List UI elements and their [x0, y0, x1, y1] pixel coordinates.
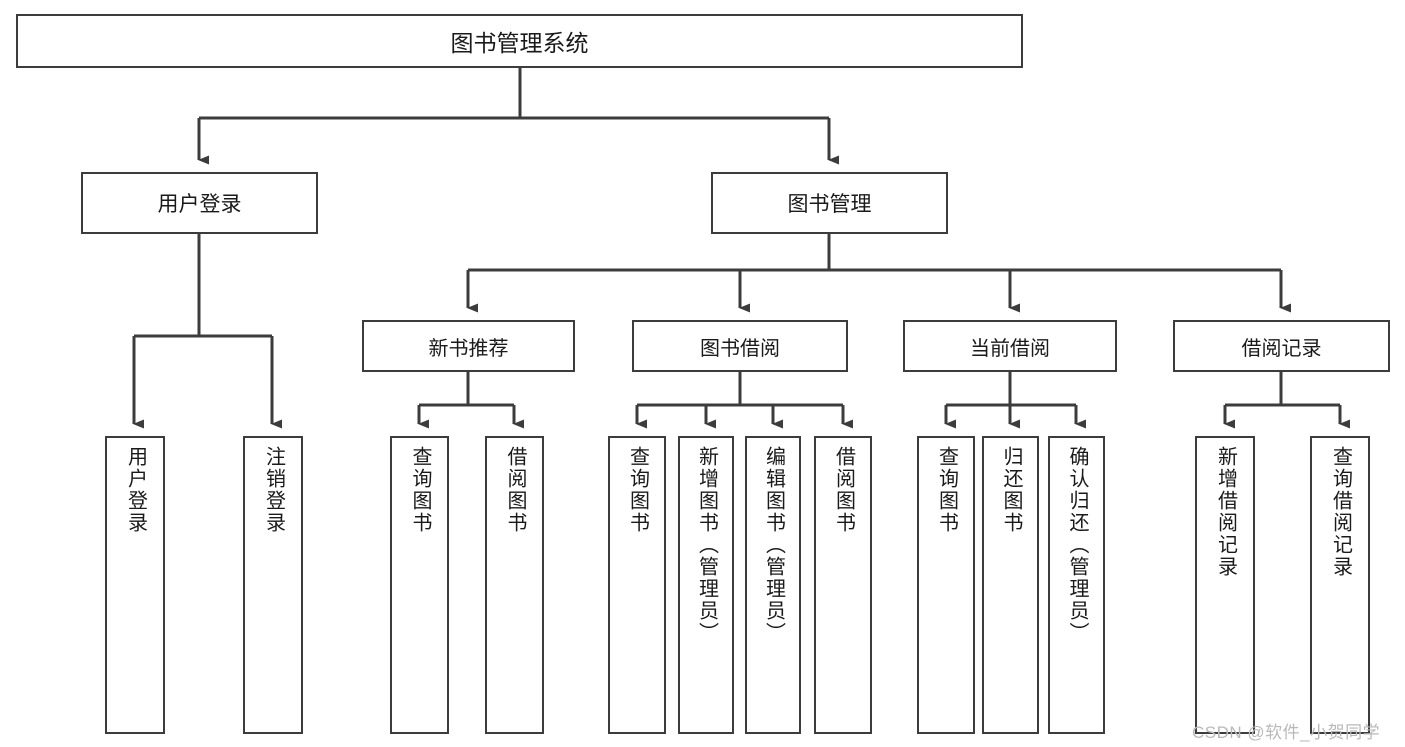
leaf-label: 新增借阅记录 — [1214, 446, 1237, 578]
node-leaf-confirm-return[interactable]: 确认归还（管理员） — [1048, 436, 1105, 734]
node-new-book-recommend[interactable]: 新书推荐 — [362, 320, 575, 372]
leaf-label: 查询图书 — [626, 446, 649, 534]
node-leaf-user-login[interactable]: 用户登录 — [105, 436, 165, 734]
node-book-management[interactable]: 图书管理 — [711, 172, 948, 234]
node-root-system[interactable]: 图书管理系统 — [16, 14, 1023, 68]
node-leaf-add-book[interactable]: 新增图书（管理员） — [678, 436, 734, 734]
leaf-label: 查询借阅记录 — [1329, 446, 1352, 578]
node-leaf-logout-login[interactable]: 注销登录 — [243, 436, 303, 734]
leaf-label: 用户登录 — [124, 446, 147, 534]
node-leaf-borrow-book-1[interactable]: 借阅图书 — [485, 436, 544, 734]
node-leaf-query-book-1[interactable]: 查询图书 — [390, 436, 449, 734]
leaf-label: 编辑图书（管理员） — [762, 446, 785, 644]
node-book-borrow[interactable]: 图书借阅 — [632, 320, 848, 372]
node-leaf-return-book[interactable]: 归还图书 — [982, 436, 1039, 734]
leaf-label: 注销登录 — [262, 446, 285, 534]
node-user-login[interactable]: 用户登录 — [81, 172, 318, 234]
node-leaf-borrow-book-2[interactable]: 借阅图书 — [814, 436, 872, 734]
node-borrow-record[interactable]: 借阅记录 — [1173, 320, 1390, 372]
csdn-watermark: CSDN @软件_小贺同学 — [1192, 723, 1381, 742]
leaf-label: 查询图书 — [935, 446, 958, 534]
leaf-label: 借阅图书 — [832, 446, 855, 534]
leaf-label: 新增图书（管理员） — [695, 446, 718, 644]
node-leaf-query-record[interactable]: 查询借阅记录 — [1310, 436, 1370, 734]
node-leaf-add-record[interactable]: 新增借阅记录 — [1195, 436, 1255, 734]
leaf-label: 归还图书 — [1000, 446, 1022, 534]
leaf-label: 确认归还（管理员） — [1066, 446, 1088, 644]
node-current-borrow[interactable]: 当前借阅 — [903, 320, 1117, 372]
node-leaf-query-book-2[interactable]: 查询图书 — [608, 436, 666, 734]
leaf-label: 借阅图书 — [504, 446, 526, 534]
leaf-label: 查询图书 — [409, 446, 431, 534]
node-leaf-query-book-3[interactable]: 查询图书 — [917, 436, 975, 734]
node-leaf-edit-book[interactable]: 编辑图书（管理员） — [745, 436, 801, 734]
